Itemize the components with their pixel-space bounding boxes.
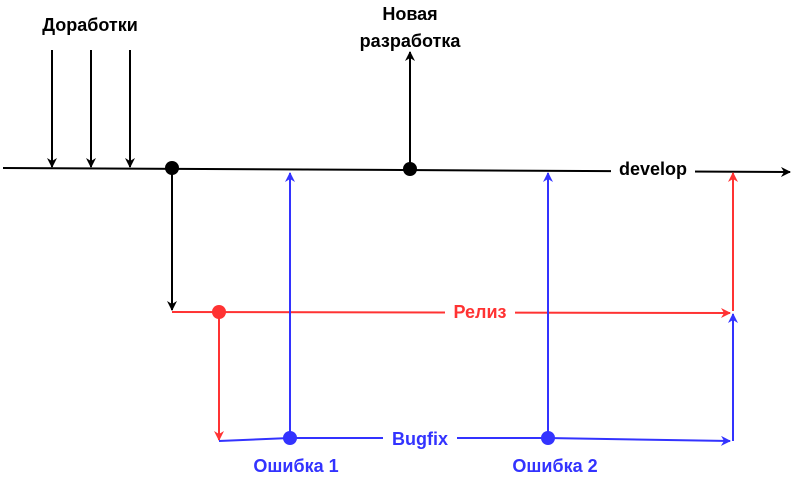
- commit-dot: [541, 431, 555, 445]
- bugfix-label: Bugfix: [392, 429, 448, 449]
- commit-dot: [403, 162, 417, 176]
- bug2-label: Ошибка 2: [512, 456, 597, 476]
- improvements-label: Доработки: [42, 15, 138, 35]
- release-label: Релиз: [453, 302, 506, 322]
- bug1-label: Ошибка 1: [253, 456, 338, 476]
- new-development-label: Новая: [382, 4, 437, 24]
- commit-dot: [283, 431, 297, 445]
- commit-dot: [165, 161, 179, 175]
- commit-dot: [212, 305, 226, 319]
- new-development-label: разработка: [360, 31, 462, 51]
- develop-label: develop: [619, 159, 687, 179]
